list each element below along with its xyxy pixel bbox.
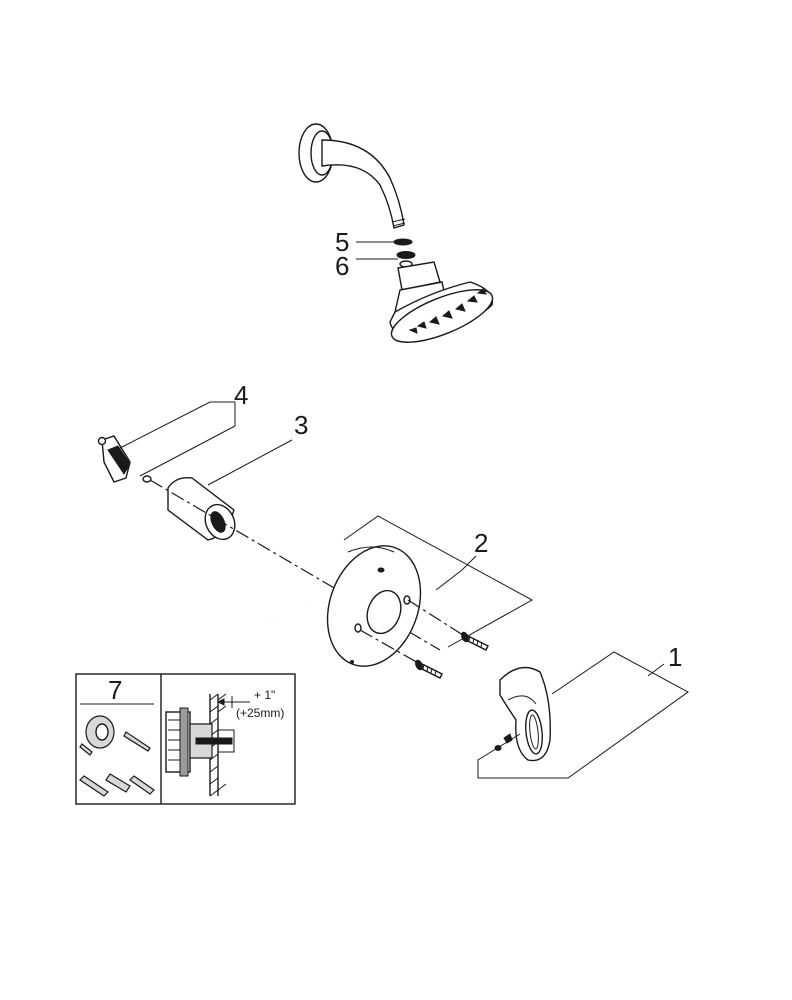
callout-6: 6 <box>335 251 349 281</box>
shower-head <box>389 261 494 343</box>
callout-7: 7 <box>108 675 122 705</box>
escutcheon-plate <box>326 545 422 667</box>
callout-3: 3 <box>294 410 308 440</box>
adapter-part <box>97 435 152 483</box>
mounting-screw <box>415 659 443 679</box>
mounting-screw <box>461 631 489 651</box>
washer <box>393 238 413 246</box>
lever-handle <box>494 666 551 762</box>
test-plug <box>85 715 115 749</box>
flow-restrictor <box>396 251 416 268</box>
sleeve <box>167 477 236 541</box>
inset-screw <box>123 731 151 752</box>
inset-screw <box>79 743 93 756</box>
dimension-inch: + 1" <box>254 688 275 702</box>
wall-section <box>165 693 250 797</box>
callout-1: 1 <box>668 642 682 672</box>
seal-ring <box>239 495 345 625</box>
dimension-mm: (+25mm) <box>236 706 284 720</box>
callout-5: 5 <box>335 227 349 257</box>
callout-4: 4 <box>234 380 248 410</box>
rough-in-inset: 7 <box>75 673 296 805</box>
callout-2: 2 <box>474 528 488 558</box>
wall-anchor <box>79 773 155 797</box>
shower-arm-assembly <box>298 123 406 229</box>
